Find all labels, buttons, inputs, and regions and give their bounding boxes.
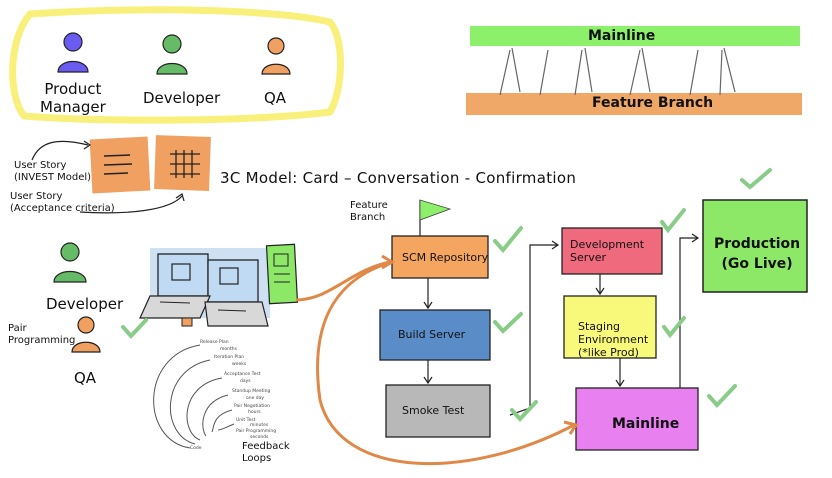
staging-environment-label: Staging Environment (*like Prod) bbox=[578, 320, 649, 359]
feedback-sub-item: weeks bbox=[232, 362, 247, 367]
user-story-acceptance-label: User Story (Acceptance criteria) bbox=[10, 191, 115, 214]
merge-arrows bbox=[499, 47, 736, 96]
model-title: 3C Model: Card – Conversation - Confirma… bbox=[220, 169, 577, 187]
mainline-label: Mainline bbox=[588, 28, 656, 44]
mainline-bar bbox=[470, 26, 800, 46]
story-card-2 bbox=[154, 135, 211, 191]
production-label: Production (Go Live) bbox=[714, 236, 801, 272]
role-developer: Developer bbox=[143, 89, 221, 107]
smoke-test-box bbox=[385, 384, 491, 438]
feature-branch-flag-label: Feature Branch bbox=[350, 200, 388, 223]
feedback-sub-item: seconds bbox=[250, 435, 269, 440]
scm-repository-box bbox=[391, 235, 489, 279]
build-server-box bbox=[379, 309, 491, 361]
staging-environment-box bbox=[563, 295, 657, 359]
feedback-loop-arcs bbox=[153, 344, 235, 449]
qa-avatar bbox=[261, 37, 291, 75]
development-server-label: Development Server bbox=[570, 238, 645, 264]
feedback-loops-label: Feedback Loops bbox=[242, 441, 290, 464]
mainline-box-label: Mainline bbox=[612, 416, 680, 432]
scm-repository-label: SCM Repository bbox=[402, 251, 489, 264]
feedback-item: Unit Test bbox=[236, 418, 256, 423]
feature-branch-label: Feature Branch bbox=[592, 95, 714, 111]
feedback-item: Pair Negotiation bbox=[234, 404, 270, 409]
mainline-box bbox=[575, 387, 699, 451]
feedback-sub-item: one day bbox=[246, 396, 265, 401]
feedback-item: Acceptance Test bbox=[224, 372, 261, 377]
card-2-grid-icon bbox=[170, 150, 200, 178]
smoke-test-label: Smoke Test bbox=[402, 404, 465, 417]
feedback-item: Code bbox=[190, 446, 202, 451]
product-manager-avatar bbox=[57, 32, 89, 73]
pair-qa-avatar bbox=[71, 316, 101, 353]
feedback-item: Iteration Plan bbox=[214, 355, 245, 360]
feature-branch-bar bbox=[466, 93, 802, 115]
pipeline-connectors bbox=[423, 233, 700, 416]
feedback-sub-item: hours bbox=[248, 410, 261, 415]
feedback-sub-item: days bbox=[240, 379, 251, 384]
card-1-lines bbox=[103, 154, 133, 175]
feedback-sub-item: minutes bbox=[250, 423, 269, 428]
feedback-item: Pair Programming bbox=[236, 429, 277, 434]
production-box bbox=[702, 199, 808, 293]
build-server-label: Build Server bbox=[398, 328, 466, 341]
pair-qa-label: QA bbox=[74, 369, 97, 387]
feedback-sub-item: months bbox=[220, 347, 237, 352]
scm-to-mainline-arrow bbox=[316, 260, 575, 465]
pair-programming-label: Pair Programming bbox=[8, 323, 76, 346]
feedback-item: Standup Meeting bbox=[232, 389, 271, 394]
pair-developer-avatar bbox=[53, 242, 87, 283]
phone-icon bbox=[265, 243, 299, 305]
arrow-acceptance-to-card bbox=[79, 195, 183, 214]
role-product-manager: Product Manager bbox=[40, 80, 106, 116]
check-icons bbox=[121, 168, 772, 422]
user-story-invest-label: User Story (INVEST Model) bbox=[14, 160, 92, 183]
pair-developer-label: Developer bbox=[46, 295, 124, 313]
feedback-item: Release Plan bbox=[200, 340, 229, 345]
arrow-invest-to-card bbox=[31, 140, 89, 161]
team-highlight-loop bbox=[9, 6, 344, 124]
laptops-icon bbox=[139, 248, 270, 327]
developer-avatar bbox=[156, 34, 188, 75]
development-server-box bbox=[561, 227, 663, 275]
role-qa: QA bbox=[264, 89, 287, 107]
feature-branch-flag-icon bbox=[419, 199, 452, 236]
